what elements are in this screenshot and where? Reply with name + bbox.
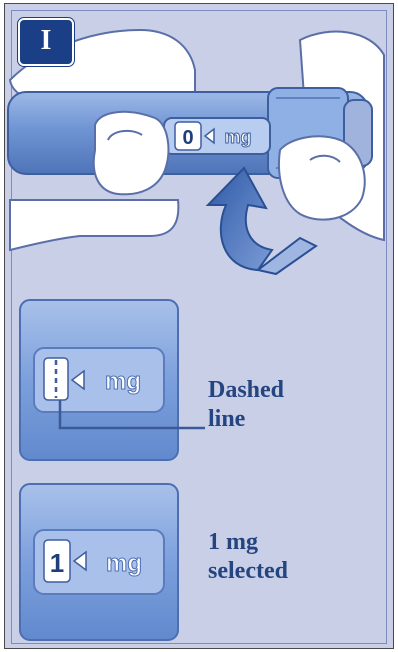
dose-counter-unit: mg	[225, 127, 252, 147]
detail-selected-value: 1	[50, 548, 64, 578]
dashed-line-label-line2: line	[208, 405, 284, 434]
detail-selected-box	[20, 484, 178, 640]
dashed-line-label: Dashed line	[208, 376, 284, 434]
dashed-line-label-line1: Dashed	[208, 376, 284, 405]
step-badge: I	[18, 18, 74, 66]
selected-dose-label: 1 mg selected	[208, 528, 288, 586]
selected-dose-label-line1: 1 mg	[208, 528, 288, 557]
detail-selected-unit: mg	[106, 550, 142, 577]
selected-dose-label-line2: selected	[208, 557, 288, 586]
detail-dashed-unit: mg	[105, 368, 141, 395]
dose-counter-value: 0	[182, 127, 193, 149]
detail-dashed-box	[20, 300, 178, 460]
dose-counter-window	[164, 118, 270, 154]
